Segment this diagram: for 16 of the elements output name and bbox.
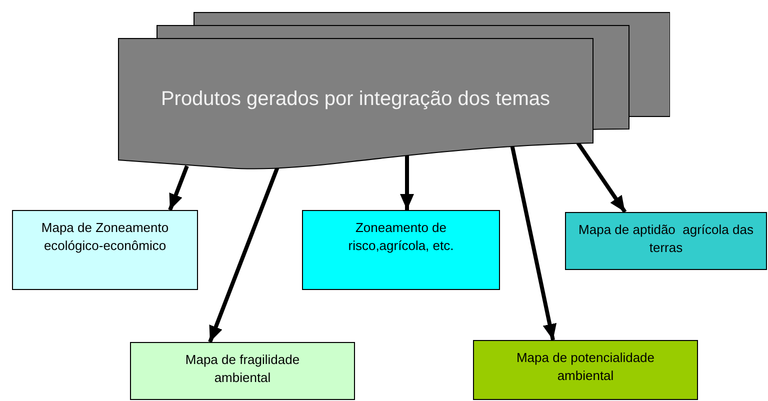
arrow [510, 144, 557, 340]
arrow [168, 165, 189, 211]
map-box [473, 340, 698, 400]
map-box [130, 342, 355, 400]
box-label: Mapa de Zoneamento ecológico-econômico [40, 219, 170, 255]
document-title: Produtos gerados por integração dos temas [160, 87, 550, 112]
map-box [12, 210, 198, 290]
stacked-documents [118, 12, 670, 170]
map-box [302, 210, 500, 290]
box-label: Mapa de potencialidade ambiental [515, 349, 656, 385]
arrow [576, 142, 627, 214]
box-label: Mapa de aptidão agrícola das terras [578, 221, 754, 257]
box-label: Zoneamento de risco,agrícola, etc. [347, 219, 455, 255]
box-label: Mapa de fragilidade ambiental [184, 351, 301, 387]
map-box [565, 212, 767, 270]
arrow [400, 155, 414, 210]
